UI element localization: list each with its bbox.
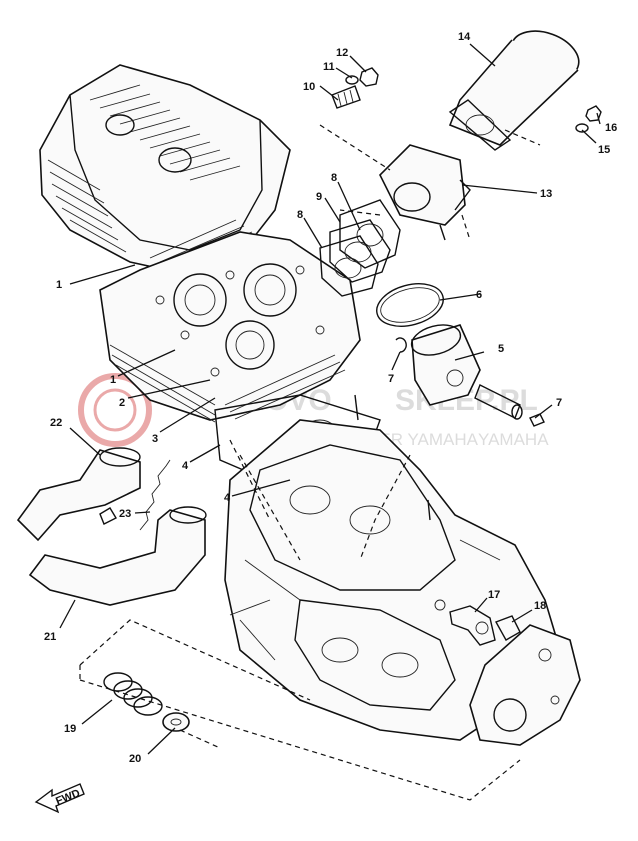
callout-18: 18: [534, 600, 546, 612]
callout-2: 3: [152, 433, 158, 445]
callout-4-lower: 4: [224, 492, 231, 504]
funnel-washer: [575, 123, 589, 133]
callout-19: 19: [64, 723, 76, 735]
callout-11: 11: [323, 61, 335, 73]
callout-10: 10: [303, 81, 315, 93]
callouts: 1 1 3 2 4 4 5 6 7 7 8 8 9 10 11 12 13 14…: [44, 31, 617, 765]
callout-23: 23: [119, 508, 131, 520]
water-hose-lower: [28, 506, 207, 606]
nut: [359, 67, 379, 87]
washer: [345, 75, 359, 85]
callout-3: 2: [119, 397, 125, 409]
crankcase: [224, 394, 561, 741]
callout-7-left: 7: [388, 373, 394, 385]
watermark-logo: [78, 373, 152, 447]
thrust-washer: [162, 712, 190, 732]
callout-6: 6: [476, 289, 482, 301]
pump-shaft: [449, 605, 496, 646]
funnel-nut: [585, 105, 602, 122]
stud-bolt: [331, 85, 361, 109]
reed-gasket-upper: [339, 199, 401, 269]
pump-gasket: [494, 615, 521, 641]
leader-lines: [59, 43, 601, 755]
callout-21: 21: [44, 631, 56, 643]
callout-20: 20: [129, 753, 141, 765]
hose-clamp: [99, 507, 117, 525]
water-hose-upper: [16, 447, 141, 542]
pump-cover: [469, 624, 581, 746]
callout-9: 9: [316, 191, 322, 203]
reed-gasket-lower: [319, 235, 379, 297]
callout-12: 12: [336, 47, 348, 59]
callout-1-head: 1: [110, 374, 116, 386]
intake-manifold: [379, 144, 471, 241]
piston-pin: [474, 384, 523, 420]
callout-5: 5: [498, 343, 504, 355]
callout-22: 22: [50, 417, 62, 429]
piston-pin-clip-left: [395, 337, 407, 353]
callout-8-lower: 8: [297, 209, 303, 221]
callout-1-head-cover: 1: [56, 279, 62, 291]
piston-ring: [376, 283, 444, 327]
callout-14: 14: [458, 31, 471, 43]
callout-15: 15: [598, 144, 610, 156]
piston: [410, 324, 481, 406]
spring: [139, 459, 171, 531]
callout-17: 17: [488, 589, 500, 601]
intake-funnel: [448, 30, 580, 151]
front-arrow-label: FWD: [54, 787, 82, 808]
watermark-brand: YAMAHA: [478, 430, 549, 449]
callout-13: 13: [540, 188, 552, 200]
callout-8-upper: 8: [331, 172, 337, 184]
front-arrow: FWD: [34, 783, 85, 814]
cylinder-head: [99, 231, 361, 423]
callout-16: 16: [605, 122, 617, 134]
piston-pin-clip-right: [529, 413, 545, 427]
guide-lines: [79, 124, 541, 801]
callout-7-right: 7: [556, 397, 562, 409]
callout-4-upper: 4: [182, 460, 189, 472]
spring-seal: [103, 672, 163, 716]
